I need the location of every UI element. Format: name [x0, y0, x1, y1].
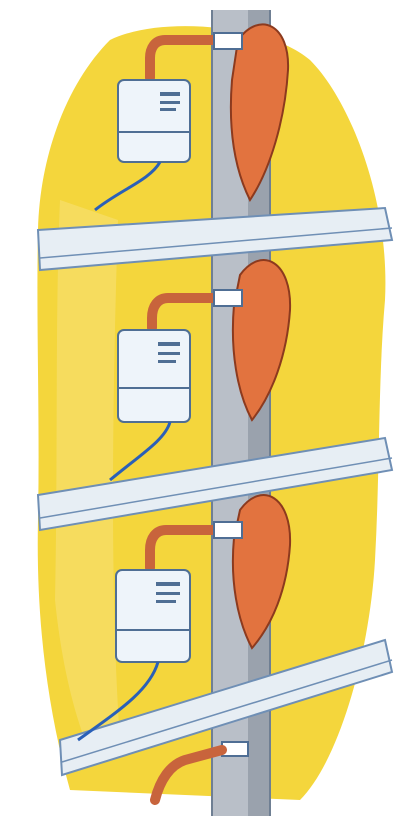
electric-meter-icon — [118, 330, 190, 422]
pipe-connector — [214, 290, 242, 306]
wall-highlight — [55, 200, 120, 740]
pipe-connector — [214, 33, 242, 49]
electric-meter-icon — [118, 80, 190, 162]
pipe-connector — [214, 522, 242, 538]
electric-meter-icon — [116, 570, 190, 662]
